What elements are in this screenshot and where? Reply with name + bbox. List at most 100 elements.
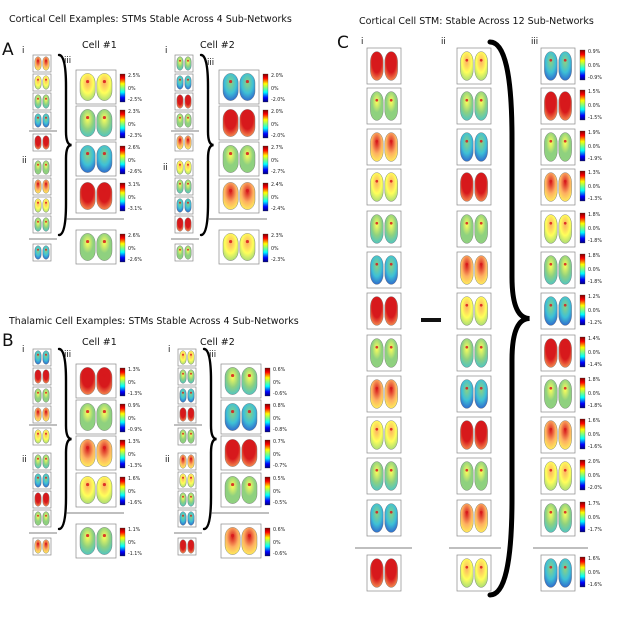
- panel-c-col-i-map: [366, 499, 402, 537]
- panel-c-sub-i: i: [361, 37, 364, 47]
- colorbar-tick-label: -1.6%: [128, 500, 142, 506]
- colorbar-tick-label: 1.4%: [588, 336, 601, 342]
- colorbar-tick-label: 0%: [128, 489, 136, 495]
- hemisphere: [474, 503, 488, 533]
- panel-c-col-i-map: [366, 457, 402, 495]
- colorbar-tick-label: 3.1%: [128, 182, 141, 188]
- hemisphere: [96, 527, 113, 555]
- colorbar-tick-label: -0.7%: [273, 463, 287, 469]
- hemisphere: [224, 476, 241, 504]
- colorbar-tick-label: 0%: [271, 122, 279, 128]
- colorbar-tick-label: 1.2%: [588, 294, 601, 300]
- panel-b-cell1-big-map: [75, 363, 117, 399]
- hemisphere: [241, 527, 258, 555]
- hemisphere: [176, 179, 184, 194]
- hemisphere: [96, 367, 113, 395]
- hemisphere: [34, 94, 42, 109]
- panel-b-cell1-small-map: [32, 452, 52, 471]
- hemisphere: [34, 135, 42, 150]
- colorbar-tick-label: 2.4%: [271, 182, 284, 188]
- hemisphere: [384, 338, 398, 368]
- colorbar-tick-label: -2.3%: [128, 133, 142, 139]
- hemisphere: [79, 476, 96, 504]
- colorbar-tick-label: -2.0%: [271, 133, 285, 139]
- panel-c-col-ii-map: [456, 554, 492, 592]
- panel-c-col-iii-map: [540, 168, 576, 206]
- panel-a-cell1-small-map: [32, 133, 52, 152]
- panel-a-cell1-colorbar: 3.1%0%-3.1%: [119, 182, 142, 212]
- panel-c-colorbar: 2.0%0.0%-2.0%: [579, 459, 602, 491]
- panel-b-cell2-label: Cell #2: [200, 337, 235, 348]
- panel-a-cell2-big-map: [218, 105, 260, 141]
- hemisphere: [34, 429, 42, 444]
- colorbar-tick-label: 2.0%: [271, 109, 284, 115]
- colorbar-tick-label: 0.0%: [588, 226, 601, 232]
- hemisphere: [187, 492, 195, 507]
- colorbar-tick-label: 0.0%: [588, 63, 601, 69]
- hemisphere: [239, 73, 256, 101]
- colorbar-tick-label: -1.6%: [588, 444, 602, 450]
- panel-b-cell1-colorbar: 0.9%0%-0.9%: [119, 403, 142, 433]
- hemisphere: [241, 439, 258, 467]
- colorbar-tick-label: 0%: [128, 416, 136, 422]
- panel-c-col-ii-map: [456, 334, 492, 372]
- panel-a-cell2-small-map: [174, 177, 194, 196]
- hemisphere: [558, 338, 572, 368]
- panel-b-cell2-small-map: [177, 537, 197, 556]
- panel-a-cell1-colorbar: 2.6% 0% -2.6%: [119, 145, 142, 175]
- panel-b-cell2-colorbar: 0.6%0%-0.6%: [264, 527, 287, 557]
- colorbar-tick-label: 0%: [273, 416, 281, 422]
- hemisphere: [370, 296, 384, 326]
- hemisphere: [42, 56, 50, 71]
- colorbar-tick-label: 2.6%: [128, 145, 141, 151]
- panel-a-cell1-big-map: [75, 141, 117, 177]
- hemisphere: [184, 94, 192, 109]
- hemisphere: [544, 51, 558, 81]
- panel-c-colorbar: 1.2%0.0%-1.2%: [579, 294, 602, 326]
- hemisphere: [42, 245, 50, 260]
- hemisphere: [474, 214, 488, 244]
- hemisphere: [558, 558, 572, 588]
- panel-b-cell1-small-map: [32, 348, 52, 367]
- panel-c-col-i-map: [366, 47, 402, 85]
- colorbar-tick-label: 2.6%: [128, 233, 141, 239]
- panel-a-cell2-colorbar: 2.7%0%-2.7%: [262, 145, 285, 175]
- panel-b-cell2-sub-iii: iii: [209, 350, 217, 360]
- hemisphere: [187, 350, 195, 365]
- hemisphere: [79, 367, 96, 395]
- hemisphere: [558, 132, 572, 162]
- hemisphere: [79, 527, 96, 555]
- hemisphere: [474, 461, 488, 491]
- panel-c-col-iii-map: [540, 457, 576, 495]
- hemisphere: [474, 91, 488, 121]
- panel-b-cell2-brace: [202, 347, 217, 531]
- colorbar-tick-label: -2.6%: [128, 169, 142, 175]
- hemisphere: [544, 255, 558, 285]
- panel-a-cell2-big-map: [218, 69, 260, 105]
- hemisphere: [34, 217, 42, 232]
- panel-c-colorbar: 1.6%0.0%-1.6%: [579, 418, 602, 450]
- colorbar-tick-label: -1.3%: [128, 391, 142, 397]
- panel-c-col-i-map: [366, 87, 402, 125]
- panel-c-col-ii-map: [456, 128, 492, 166]
- hemisphere: [42, 388, 50, 403]
- hemisphere: [187, 539, 195, 554]
- hemisphere: [474, 51, 488, 81]
- hemisphere: [370, 214, 384, 244]
- hemisphere: [474, 132, 488, 162]
- colorbar-tick-label: 1.5%: [588, 89, 601, 95]
- hemisphere: [222, 182, 239, 210]
- hemisphere: [544, 132, 558, 162]
- hemisphere: [184, 75, 192, 90]
- hemisphere: [384, 132, 398, 162]
- panel-c-colorbar: 1.9%0.0%-1.9%: [579, 130, 602, 162]
- hemisphere: [184, 217, 192, 232]
- panel-b-cell1-big-map: [75, 399, 117, 435]
- hemisphere: [384, 420, 398, 450]
- colorbar-tick-label: -2.3%: [271, 257, 285, 263]
- hemisphere: [544, 503, 558, 533]
- colorbar-tick-label: 0%: [128, 158, 136, 164]
- colorbar-tick-label: 0.0%: [588, 103, 601, 109]
- panel-c-col-ii-map: [456, 210, 492, 248]
- hemisphere: [187, 388, 195, 403]
